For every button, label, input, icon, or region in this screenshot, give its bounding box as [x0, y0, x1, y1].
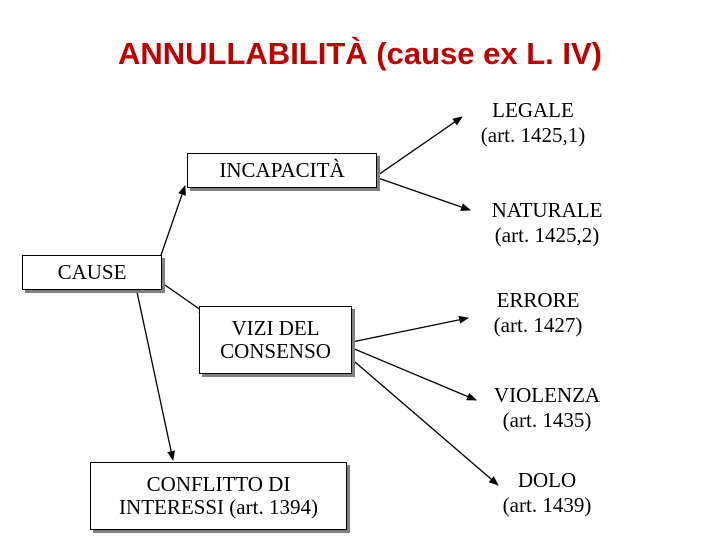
page-title: ANNULLABILITÀ (cause ex L. IV): [118, 36, 602, 71]
node-vizi-del-consenso: VIZI DEL CONSENSO: [199, 306, 352, 374]
arrow-incapacita-legale: [377, 116, 463, 176]
node-conflitto-line1: CONFLITTO DI: [146, 471, 291, 496]
leaf-dolo-line1: DOLO: [517, 468, 577, 492]
node-cause: CAUSE: [22, 255, 162, 290]
node-incapacita-label: INCAPACITÀ: [219, 157, 345, 182]
leaf-naturale: NATURALE (art. 1425,2): [472, 198, 622, 248]
node-conflitto-line2: INTERESSI (art. 1394): [119, 495, 318, 519]
arrow-vizi-errore: [351, 315, 469, 343]
leaf-errore: ERRORE (art. 1427): [463, 288, 613, 338]
arrow-incapacita-naturale: [377, 177, 471, 211]
leaf-dolo: DOLO (art. 1439): [472, 468, 622, 518]
leaf-errore-line1: ERRORE: [496, 288, 580, 312]
node-vizi-line1: VIZI DEL: [231, 315, 320, 340]
arrow-vizi-violenza: [351, 347, 477, 401]
leaf-violenza-line1: VIOLENZA: [493, 383, 601, 407]
leaf-errore-line2: (art. 1427): [493, 313, 583, 338]
node-cause-label: CAUSE: [57, 259, 127, 284]
node-vizi-line2: CONSENSO: [220, 339, 331, 363]
node-incapacita: INCAPACITÀ: [187, 153, 377, 188]
arrow-cause-incapacita: [159, 185, 186, 259]
leaf-violenza: VIOLENZA (art. 1435): [472, 383, 622, 433]
arrow-vizi-dolo: [347, 355, 499, 486]
node-conflitto-di-interessi: CONFLITTO DI INTERESSI (art. 1394): [90, 462, 347, 530]
leaf-dolo-line2: (art. 1439): [502, 493, 592, 518]
leaf-legale-line1: LEGALE: [492, 98, 574, 122]
leaf-violenza-line2: (art. 1435): [502, 408, 592, 433]
leaf-legale-line2: (art. 1425,1): [480, 123, 586, 148]
leaf-naturale-line2: (art. 1425,2): [494, 223, 600, 248]
leaf-naturale-line1: NATURALE: [491, 198, 603, 222]
leaf-legale: LEGALE (art. 1425,1): [458, 98, 608, 148]
arrow-cause-conflitto: [136, 291, 176, 461]
